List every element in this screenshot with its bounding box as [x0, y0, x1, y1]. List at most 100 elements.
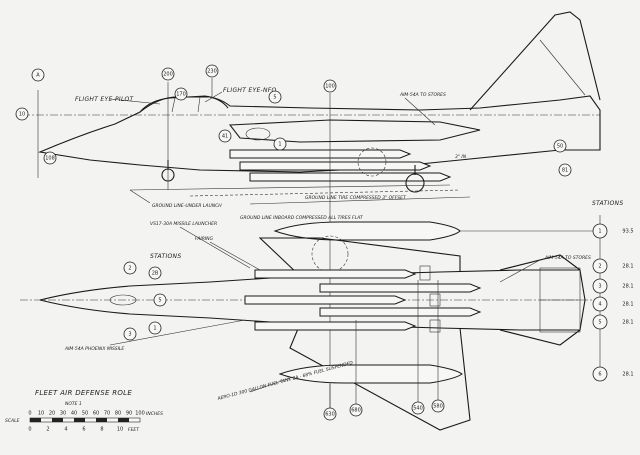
scale-inch-ticks: 0 10 20 30 40 50 60 70 80 90 100 INCHES	[28, 411, 163, 418]
leader-ground-1	[129, 189, 151, 204]
left-station-3	[123, 327, 137, 341]
plan-wing-lower	[289, 323, 471, 431]
vs17-launcher-label: VS17-30A MISSILE LAUNCHER	[150, 221, 217, 227]
scale-inch-20: 20	[49, 411, 55, 417]
pylon-3	[429, 319, 441, 333]
right-station-4	[592, 296, 608, 312]
intake-ellipse	[245, 127, 271, 141]
scale-inch-10: 10	[38, 411, 44, 417]
bubble-a-text: A	[36, 73, 40, 79]
right-station-3-value: 28.1	[622, 284, 633, 290]
bottom-station-580	[431, 399, 445, 413]
flight-eye-pilot-label: FLIGHT EYE-PILOT	[75, 96, 134, 103]
pylon-2	[429, 293, 441, 307]
scale-seg-3	[52, 418, 63, 422]
leader-fairing	[209, 241, 261, 271]
aim54-to-stores-label: AIM-54A TO STORES	[399, 92, 446, 98]
lower-fuel-tank	[278, 364, 463, 384]
left-station-1-text: 1	[153, 326, 156, 332]
stations-right-label: STATIONS	[592, 200, 623, 207]
bottom-station-630-text: 630	[325, 412, 335, 418]
pylon-1	[419, 265, 431, 281]
leader-pilot	[109, 98, 161, 105]
bubble-50	[553, 139, 567, 153]
scale-seg-9	[118, 418, 129, 422]
vertical-tail	[469, 11, 601, 111]
plan-missile-5	[254, 321, 417, 331]
scale-inch-40: 40	[71, 411, 77, 417]
right-station-2	[592, 258, 608, 274]
left-station-1	[148, 321, 162, 335]
side-missile-1	[229, 149, 412, 159]
bubble-41-text: 41	[222, 134, 228, 140]
scale-inches-label: INCHES	[146, 411, 163, 417]
scale-label: SCALE	[5, 418, 20, 424]
scale-seg-7	[96, 418, 107, 422]
upper-fuel-tank	[273, 221, 461, 241]
plan-hidden-circle	[311, 235, 349, 273]
canopy-frame-2	[197, 96, 201, 113]
plan-wing-upper	[258, 237, 461, 277]
flight-eye-nfo-label: FLIGHT EYE-NFO	[223, 87, 277, 94]
ground-line-1	[129, 184, 451, 191]
leader-phoenix	[109, 319, 246, 346]
ground-line-tire-label: GROUND LINE TIRE COMPRESSED 3" OFFSET	[305, 195, 407, 201]
scale-bar	[29, 417, 141, 423]
bubble-108-text: 108	[45, 156, 55, 162]
bubble-a	[31, 68, 45, 82]
bottom-station-680	[349, 403, 363, 417]
canopy-frame	[171, 97, 176, 113]
plan-htail-upper	[499, 254, 581, 271]
right-stations: 1 93.5 2 28.1 3 28.1 4 28.1 5 28.1 6 28.…	[592, 223, 634, 382]
dim-3in-label: 3" IN	[455, 154, 467, 160]
left-station-5	[153, 293, 167, 307]
left-station-2-text: 2	[128, 266, 131, 272]
scale-inch-0: 0	[28, 411, 31, 417]
bottom-station-540-text: 540	[413, 406, 423, 412]
plan-htail-lower	[499, 329, 581, 346]
plan-missile-3	[244, 295, 407, 305]
scale-seg-1	[30, 418, 41, 422]
right-station-6-text: 6	[598, 372, 601, 378]
intake-glove	[228, 119, 481, 143]
bubble-100	[323, 79, 337, 93]
bubble-230-text: 230	[207, 69, 217, 75]
bubble-170	[174, 87, 188, 101]
bubble-1	[273, 137, 287, 151]
plan-cockpit	[109, 294, 137, 306]
leader-aim54	[404, 97, 436, 126]
left-station-2b	[148, 266, 162, 280]
bubble-100-text: 100	[325, 84, 335, 90]
side-view: FLIGHT EYE-PILOT FLIGHT EYE-NFO AIM-54A …	[15, 11, 601, 410]
right-station-1-value: 93.5	[622, 229, 633, 235]
scale-inch-80: 80	[115, 411, 121, 417]
leader-aim54-plan	[499, 259, 541, 283]
right-station-1	[592, 223, 608, 239]
drawing-note: NOTE 1	[65, 401, 82, 407]
left-station-2b-text: 2B	[152, 271, 159, 277]
bubble-50-text: 50	[557, 144, 563, 150]
scale-feet-ticks: 0 2 4 6 8 10 FEET	[28, 427, 140, 434]
bottom-station-630	[323, 407, 337, 421]
right-station-5-text: 5	[598, 320, 601, 326]
bubble-5-text: 5	[273, 95, 276, 101]
bubble-5	[268, 90, 282, 104]
bubble-81-text: 81	[562, 168, 568, 174]
bubble-10-text: 10	[19, 112, 25, 118]
bubble-230	[205, 64, 219, 78]
scale-inch-90: 90	[126, 411, 132, 417]
side-missile-3	[249, 172, 452, 182]
scale-feet-10: 10	[117, 427, 123, 433]
bottom-station-540	[411, 401, 425, 415]
plan-missile-2	[319, 283, 482, 293]
bottom-station-680-text: 680	[351, 408, 361, 414]
scale-inch-50: 50	[82, 411, 88, 417]
plan-missile-4	[319, 307, 482, 317]
scale-inch-60: 60	[93, 411, 99, 417]
aim54a-phoenix-label: AIM-54A PHOENIX MISSILE	[64, 346, 124, 352]
right-station-6	[592, 366, 608, 382]
right-station-3	[592, 278, 608, 294]
fuselage-side-outline	[38, 95, 601, 173]
right-station-1-text: 1	[598, 229, 601, 235]
